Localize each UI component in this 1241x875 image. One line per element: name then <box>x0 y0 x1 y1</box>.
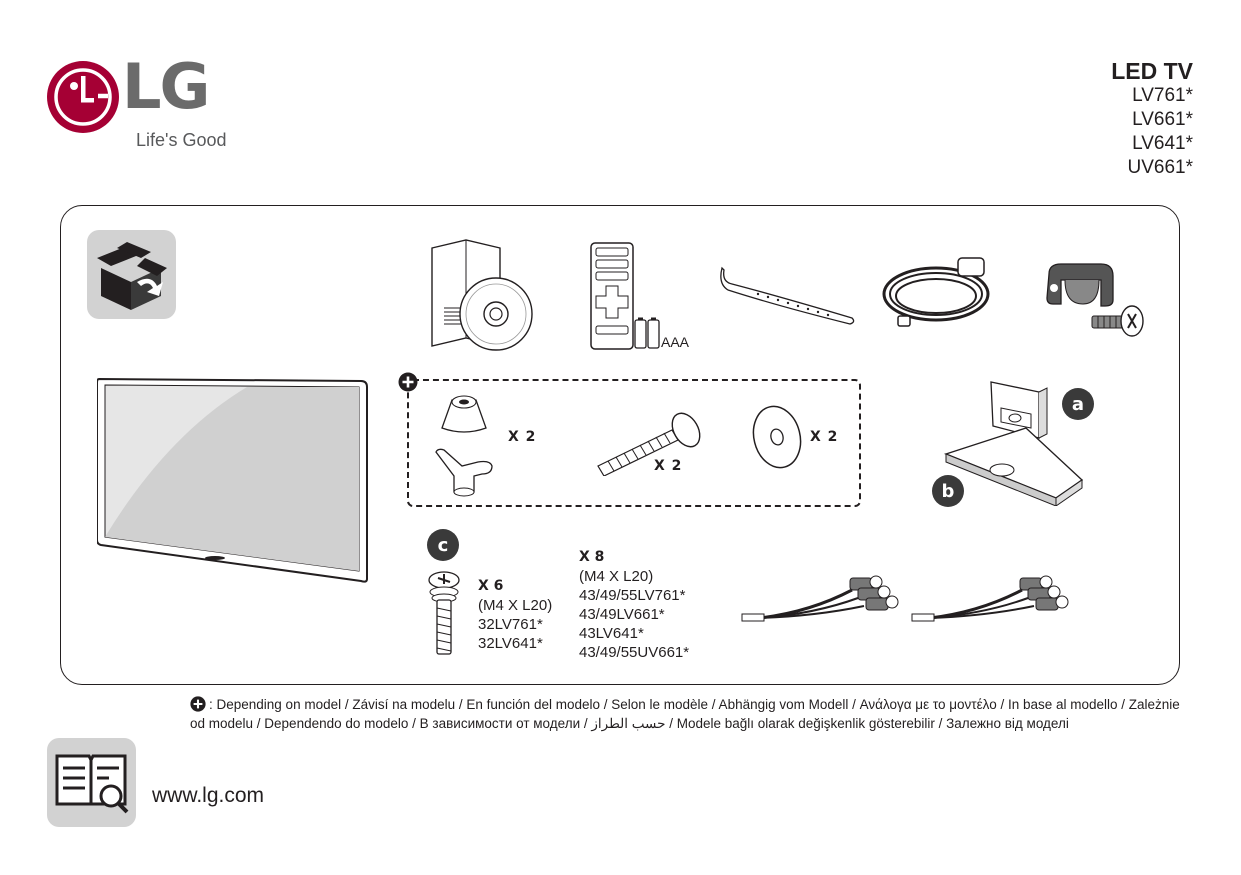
badge-b: b <box>932 475 964 507</box>
screw-model: 32LV761* <box>478 616 543 633</box>
badge-c: c <box>427 529 459 561</box>
screw-icon <box>1091 305 1144 337</box>
model-name: LV761* <box>1132 85 1193 106</box>
screw-model: 43/49LV661* <box>579 606 665 623</box>
model-block: LED TV LV761* LV661* LV641* UV661* <box>1111 58 1193 180</box>
remote-control-icon <box>590 242 634 350</box>
batteries-label: AAA <box>661 334 690 350</box>
power-cord-icon <box>882 257 990 327</box>
accessories-panel <box>60 205 1180 685</box>
manual-cd-icon <box>431 239 533 351</box>
website-link[interactable]: www.lg.com <box>152 784 265 807</box>
plus-icon <box>398 372 418 392</box>
cable-clamp-icon <box>1046 263 1114 307</box>
model-name: UV661* <box>1127 157 1194 178</box>
av-cable-icon <box>741 575 899 622</box>
wing-nut-icon <box>435 448 493 497</box>
brand-name: LG <box>122 50 210 123</box>
stand-screw-icon <box>428 571 460 655</box>
screw-model: 43LV641* <box>579 625 644 642</box>
stand-body-icon <box>990 381 1048 439</box>
stand-base-icon <box>943 427 1084 506</box>
screw-spec-large: X 8 (M4 X L20) 43/49/55LV761* 43/49LV661… <box>579 548 689 662</box>
bolt-quantity: X 2 <box>654 458 683 474</box>
manual-book-icon <box>47 738 136 827</box>
model-dependent-footnote: : Depending on model / Závisí na modelu … <box>190 695 1185 733</box>
unpacking-box-icon <box>87 230 176 319</box>
washer-quantity: X 2 <box>810 429 839 445</box>
bolt-icon <box>597 412 701 476</box>
screw-model: 43/49/55LV761* <box>579 587 686 604</box>
lg-logo-icon <box>47 61 119 133</box>
screw-quantity: X 6 <box>478 578 504 594</box>
model-name: LV641* <box>1132 133 1193 154</box>
knob-icon <box>441 395 487 433</box>
optional-parts-group <box>407 379 861 507</box>
svg-text:c: c <box>438 535 449 556</box>
washer-icon <box>752 405 802 469</box>
screw-spec-small: X 6 (M4 X L20) 32LV761* 32LV641* <box>478 577 552 653</box>
screw-size: (M4 X L20) <box>579 568 654 585</box>
svg-text:a: a <box>1072 394 1084 415</box>
cable-holder-strip-icon <box>720 266 855 325</box>
batteries-icon <box>634 317 660 349</box>
screw-model: 32LV641* <box>478 635 543 652</box>
product-title: LED TV <box>1111 58 1193 84</box>
screw-quantity: X 8 <box>579 549 605 565</box>
knob-quantity: X 2 <box>508 429 537 445</box>
model-name: LV661* <box>1132 109 1193 130</box>
tv-illustration-icon <box>97 377 368 583</box>
footnote-text: : Depending on model / Závisí na modelu … <box>190 697 1180 731</box>
screw-size: (M4 X L20) <box>478 597 553 614</box>
av-cable-icon <box>911 575 1069 622</box>
plus-icon <box>190 696 206 712</box>
brand-tagline: Life's Good <box>136 130 227 150</box>
badge-a: a <box>1062 388 1094 420</box>
svg-text:b: b <box>942 481 955 502</box>
screw-model: 43/49/55UV661* <box>579 644 690 661</box>
